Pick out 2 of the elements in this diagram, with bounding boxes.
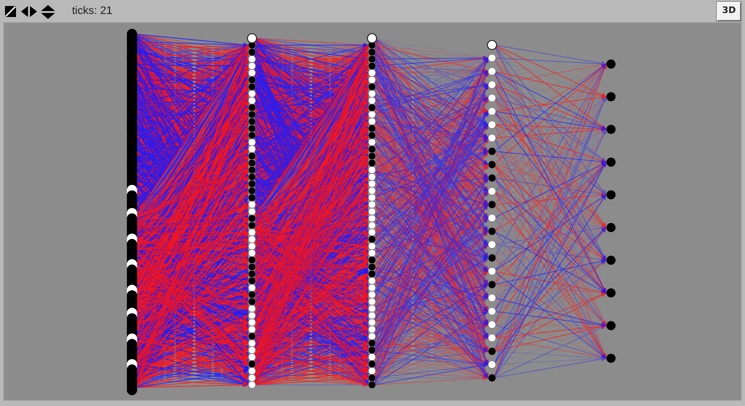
3d-view-button: 3D — [717, 2, 741, 21]
tick-counter: ticks: 21 — [72, 5, 112, 18]
